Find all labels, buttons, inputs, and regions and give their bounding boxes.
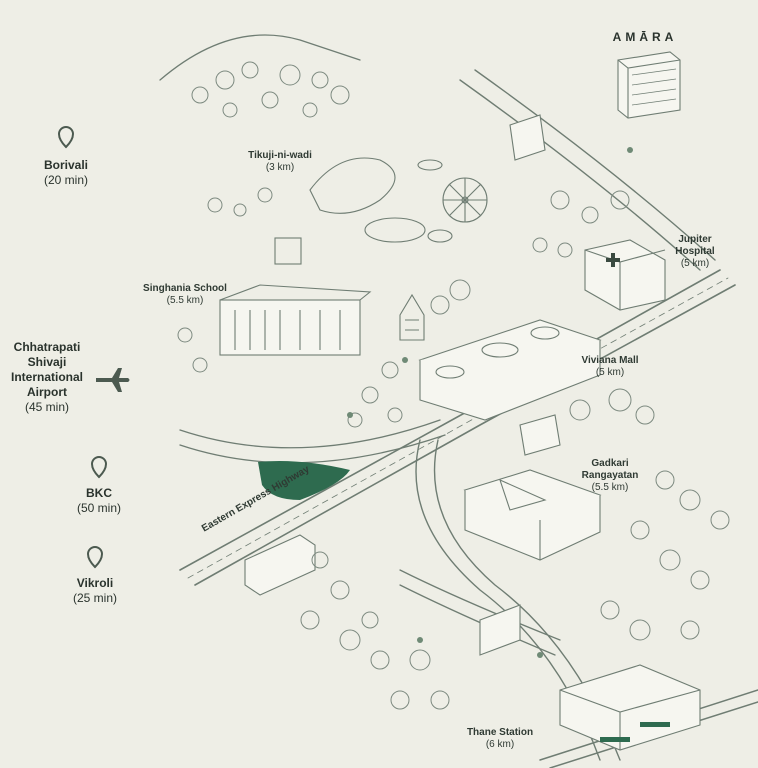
destination-borivali: Borivali (20 min) (20, 158, 112, 188)
destination-name: Vikroli (76, 576, 114, 590)
map-pin-icon (86, 546, 104, 569)
landmark-name-line: Hospital (675, 246, 715, 257)
destination-time: (20 min) (43, 173, 88, 187)
destination-time: (25 min) (72, 591, 117, 605)
airplane-icon (96, 368, 130, 392)
landmark-name: Singhania School (143, 283, 227, 294)
landmark-name-line: Rangayatan (581, 470, 639, 481)
landmark-name-line: Gadkari (591, 458, 629, 469)
school-building (219, 299, 361, 356)
destination-name: Borivali (43, 158, 88, 172)
road-west (179, 419, 441, 449)
landmark-name: Tikuji-ni-wadi (248, 150, 312, 161)
hospital-building (584, 239, 666, 311)
amara-tower (617, 51, 681, 119)
destination-vikroli: Vikroli (25 min) (56, 576, 134, 606)
landmark-tikuji-ni-wadi: Tikuji-ni-wadi (3 km) (235, 150, 325, 174)
brand-logo: AMĀRA (612, 30, 678, 44)
landmark-distance: (5.5 km) (591, 482, 629, 493)
temple (399, 293, 425, 341)
warehouse (244, 534, 316, 596)
landmark-distance: (5 km) (595, 367, 625, 378)
landmark-name: Thane Station (466, 727, 534, 738)
map-pin-icon (90, 456, 108, 479)
road-north (459, 79, 701, 271)
hills (159, 34, 361, 81)
landmark-name-line: Jupiter (678, 234, 712, 245)
destination-time: (45 min) (24, 400, 69, 414)
destination-name: BKC (86, 486, 112, 500)
destination-name-line: Chhatrapati (13, 340, 81, 354)
landmark-jupiter-hospital: Jupiter Hospital (5 km) (660, 234, 730, 270)
destination-name-line: Airport (27, 385, 67, 399)
destination-time: (50 min) (76, 501, 121, 515)
landmark-distance: (6 km) (485, 739, 515, 750)
landmark-thane-station: Thane Station (6 km) (455, 727, 545, 751)
destination-name-line: International (10, 370, 83, 384)
landmark-distance: (5.5 km) (166, 295, 204, 306)
lake (258, 461, 350, 500)
destination-airport: Chhatrapati Shivaji International Airpor… (4, 340, 90, 415)
destination-name-line: Shivaji (27, 355, 67, 369)
landmark-distance: (5 km) (680, 258, 710, 269)
destination-bkc: BKC (50 min) (60, 486, 138, 516)
station-building (559, 664, 701, 751)
map-pin-icon (57, 126, 75, 149)
landmark-gadkari-rangayatan: Gadkari Rangayatan (5.5 km) (565, 458, 655, 494)
landmark-singhania-school: Singhania School (5.5 km) (130, 283, 240, 307)
landmark-name: Viviana Mall (581, 355, 639, 366)
landmark-distance: (3 km) (265, 162, 295, 173)
landmark-viviana-mall: Viviana Mall (5 km) (565, 355, 655, 379)
